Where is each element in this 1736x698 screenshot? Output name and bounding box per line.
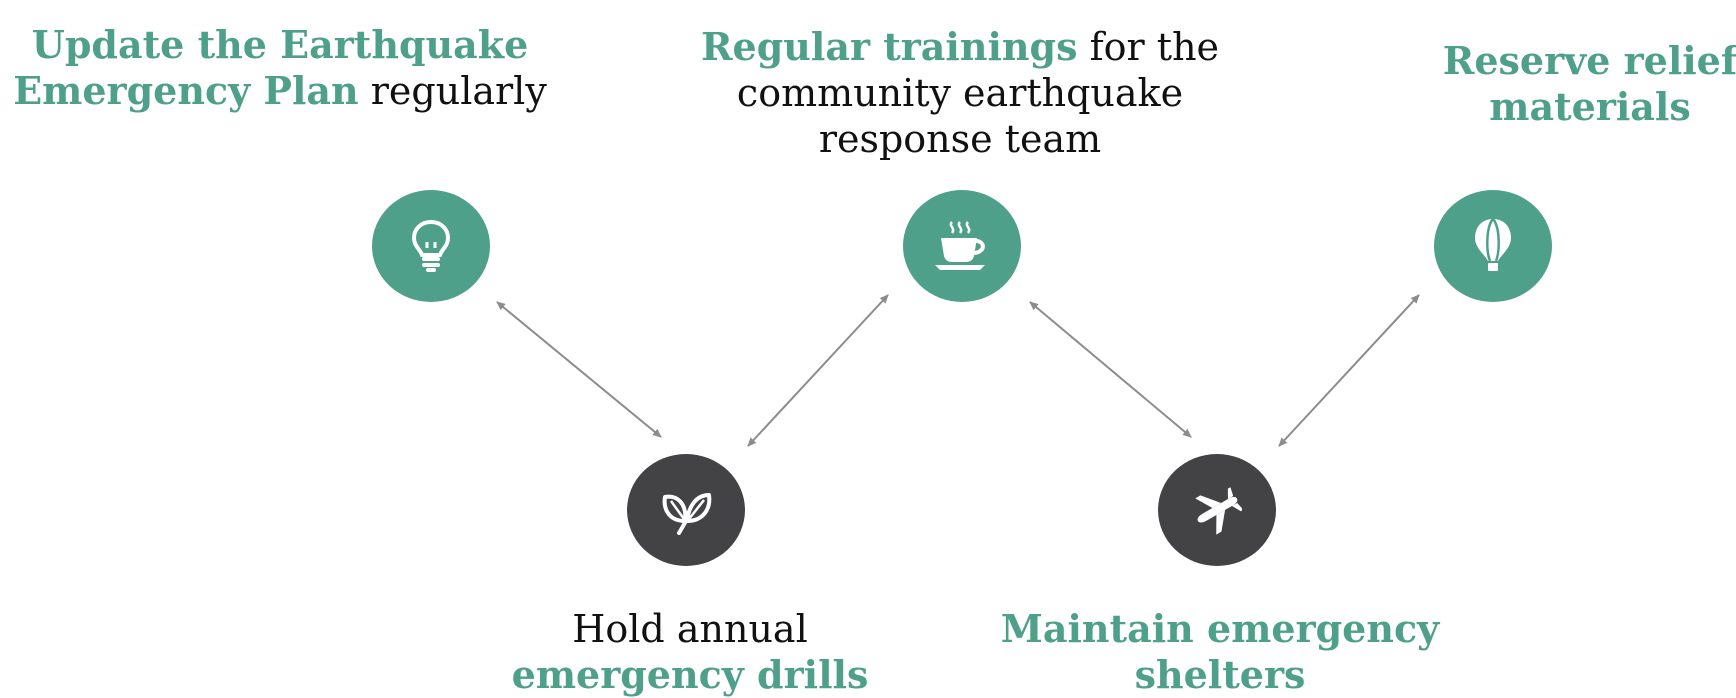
step-highlight: Maintain emergency shelters (1000, 606, 1440, 697)
step-highlight: Regular trainings (700, 24, 1078, 69)
step-label-drills: Hold annual emergency drills (450, 606, 930, 698)
arrow-leaf-to-cup (747, 294, 889, 447)
step-label-reserve: Reserve relief materials (1410, 38, 1736, 130)
node-shelters (1158, 454, 1276, 566)
arrow-plane-to-balloon (1278, 294, 1420, 447)
leaf-icon (662, 493, 712, 535)
step-text: Hold annual (572, 607, 808, 651)
arrow-cup-to-plane (1029, 301, 1192, 438)
coffee-cup-icon (935, 221, 985, 270)
node-drills (627, 454, 745, 566)
step-highlight: Reserve relief materials (1442, 38, 1736, 129)
airplane-icon (1195, 487, 1242, 535)
hot-air-balloon-icon (1475, 218, 1511, 271)
step-highlight: Update the Earthquake Emergency Plan (13, 22, 529, 113)
node-reserve (1434, 190, 1552, 302)
step-text: regularly (358, 69, 547, 113)
node-update (372, 190, 490, 302)
step-label-update: Update the Earthquake Emergency Plan reg… (0, 22, 560, 114)
step-label-shelters: Maintain emergency shelters (960, 606, 1480, 698)
arrow-bulb-to-leaf (496, 301, 662, 438)
node-training (903, 190, 1021, 302)
step-highlight: emergency drills (511, 652, 869, 697)
lightbulb-icon (411, 219, 451, 272)
step-text: for the community earthquake response te… (736, 25, 1220, 161)
step-label-training: Regular trainings for the community eart… (680, 24, 1240, 162)
